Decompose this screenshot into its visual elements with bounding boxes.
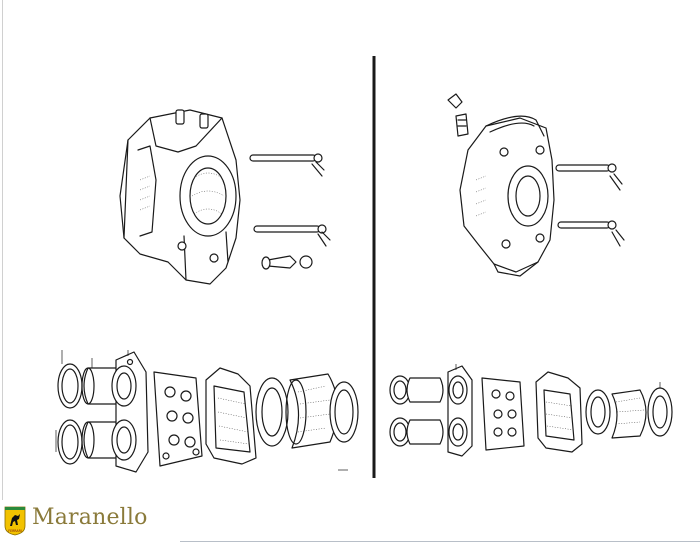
prancing-horse-shield-icon: FERRARI	[4, 506, 26, 536]
left-brake-pad	[205, 367, 257, 465]
right-bleed-fitting	[447, 93, 469, 137]
left-caliper-body	[119, 109, 241, 285]
footer-rule	[180, 541, 700, 542]
right-seal-rings	[389, 375, 411, 447]
right-retaining-pins	[555, 163, 625, 247]
right-cylinder-sleeve	[585, 382, 673, 439]
page-edge-line	[2, 0, 3, 500]
right-piston-housing	[447, 364, 473, 457]
right-pistons	[406, 377, 444, 445]
left-anti-squeal-plate	[153, 371, 203, 467]
right-brake-pad	[535, 371, 583, 453]
left-cylinder-sleeve	[255, 373, 359, 471]
svg-text:FERRARI: FERRARI	[8, 529, 22, 533]
left-retaining-pins	[249, 153, 331, 247]
right-anti-squeal-plate	[481, 377, 525, 451]
left-bleed-nipple	[261, 255, 313, 270]
left-piston-housing	[111, 350, 149, 473]
left-seal-rings	[55, 350, 83, 465]
brand-name: Maranello	[32, 505, 148, 530]
right-caliper-body	[459, 115, 555, 277]
